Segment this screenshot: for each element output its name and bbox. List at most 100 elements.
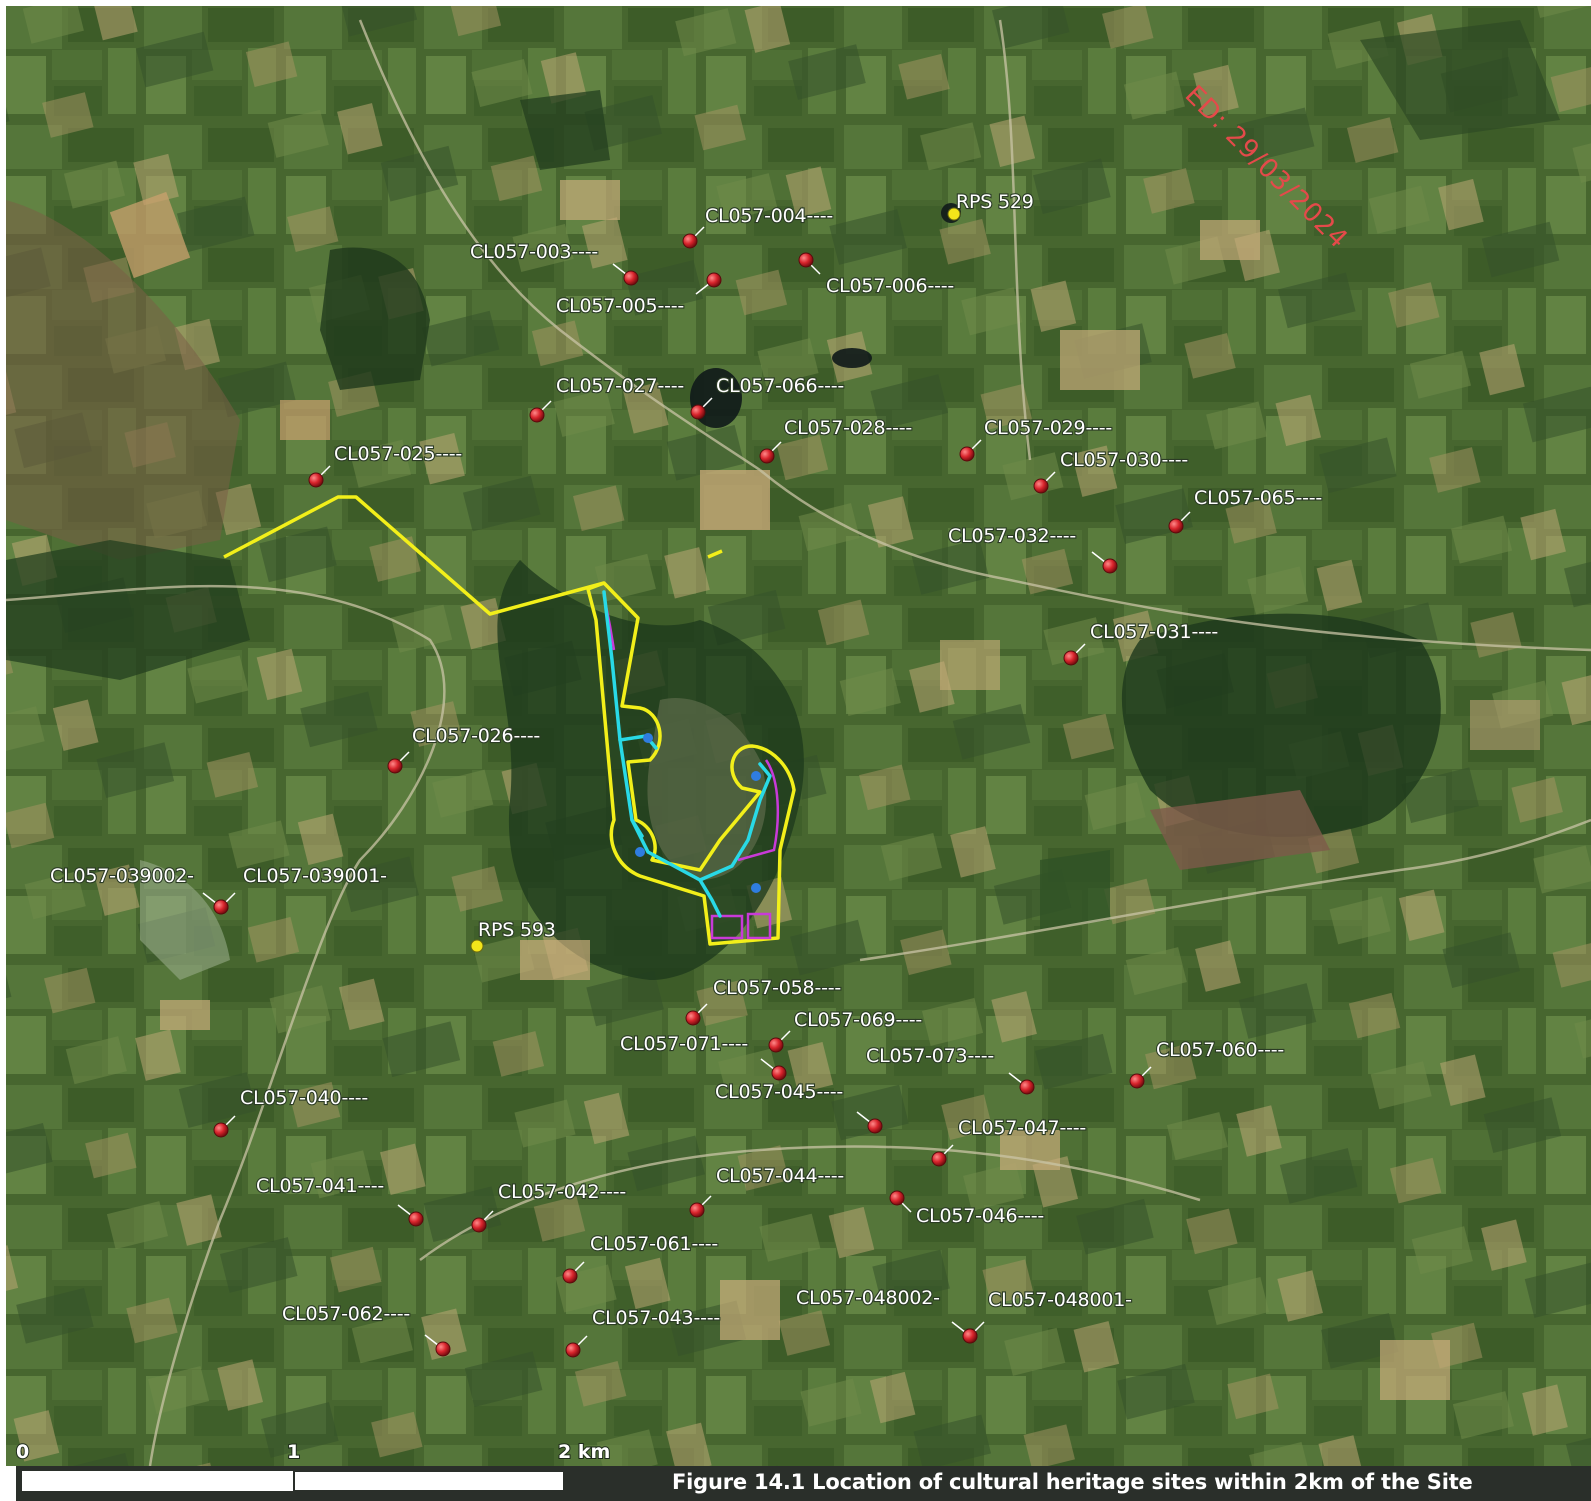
site-cl057-025[interactable]: CL057-025---- [308,442,463,488]
monument-marker-icon[interactable] [435,1341,451,1357]
site-cl057-042[interactable]: CL057-042---- [471,1180,627,1233]
grid-connection-spur [707,549,723,559]
monument-marker-icon[interactable] [771,1065,787,1081]
site-label: CL057-073---- [866,1045,994,1067]
site-label: CL057-032---- [948,525,1076,547]
turbine-point [751,771,761,781]
monument-marker-icon[interactable] [682,233,698,249]
monument-marker-icon[interactable] [931,1151,947,1167]
site-cl057-065[interactable]: CL057-065---- [1168,486,1323,534]
site-cl057-071[interactable]: CL057-071---- [619,1032,787,1081]
rps-marker-icon[interactable] [470,939,484,953]
monument-marker-icon[interactable] [889,1190,905,1206]
monument-marker-icon[interactable] [1019,1079,1035,1095]
site-rps-529[interactable]: RPS 529 [947,190,1035,221]
site-cl057-029[interactable]: CL057-029---- [959,416,1113,462]
monument-marker-icon[interactable] [689,1202,705,1218]
site-label: CL057-042---- [498,1181,626,1203]
site-cl057-073[interactable]: CL057-073---- [865,1044,1035,1095]
site-cl057-048002[interactable]: CL057-048002- [795,1286,978,1344]
site-label: CL057-027---- [556,375,684,397]
site-cl057-062[interactable]: CL057-062---- [281,1302,451,1357]
site-label: CL057-062---- [282,1303,410,1325]
monument-marker-icon[interactable] [706,272,722,288]
site-label: CL057-069---- [794,1009,922,1031]
monument-marker-icon[interactable] [213,899,229,915]
monument-marker-icon[interactable] [959,446,975,462]
site-cl057-005[interactable]: CL057-005---- [555,272,722,318]
site-cl057-041[interactable]: CL057-041---- [255,1174,424,1227]
site-cl057-045[interactable]: CL057-045---- [714,1080,883,1134]
monument-marker-icon[interactable] [623,270,639,286]
monument-marker-icon[interactable] [768,1037,784,1053]
site-label: CL057-039001- [243,865,387,887]
monument-marker-icon[interactable] [565,1342,581,1358]
site-cl057-039001[interactable]: CL057-039001- [213,864,388,915]
site-cl057-044[interactable]: CL057-044---- [689,1164,845,1218]
monument-marker-icon[interactable] [529,407,545,423]
monument-marker-icon[interactable] [1129,1073,1145,1089]
monument-marker-icon[interactable] [962,1328,978,1344]
site-boundary [223,495,796,946]
monument-marker-icon[interactable] [1063,650,1079,666]
scale-bar-segment-2 [293,1470,565,1492]
monument-marker-icon[interactable] [562,1268,578,1284]
site-label: CL057-006---- [826,275,954,297]
monument-marker-icon[interactable] [798,252,814,268]
monument-marker-icon[interactable] [387,758,403,774]
site-cl057-027[interactable]: CL057-027---- [529,374,685,423]
site-cl057-028[interactable]: CL057-028---- [759,416,913,464]
monument-marker-icon[interactable] [1102,558,1118,574]
monument-marker-icon[interactable] [408,1211,424,1227]
caption-bar [662,1466,1591,1501]
site-label: CL057-047---- [958,1117,1086,1139]
site-cl057-031[interactable]: CL057-031---- [1063,620,1219,666]
site-cl057-026[interactable]: CL057-026---- [387,724,541,774]
site-label: CL057-003---- [470,241,598,263]
site-cl057-003[interactable]: CL057-003---- [469,240,639,286]
site-cl057-032[interactable]: CL057-032---- [947,524,1118,574]
site-label: CL057-031---- [1090,621,1218,643]
site-cl057-060[interactable]: CL057-060---- [1129,1038,1285,1089]
site-cl057-047[interactable]: CL057-047---- [931,1116,1087,1167]
site-label: CL057-066---- [716,375,844,397]
site-cl057-004[interactable]: CL057-004---- [682,204,834,249]
site-cl057-061[interactable]: CL057-061---- [562,1232,719,1284]
site-label: CL057-004---- [705,205,833,227]
site-label: CL057-040---- [240,1087,368,1109]
site-cl057-046[interactable]: CL057-046---- [889,1190,1045,1228]
site-label: CL057-045---- [715,1081,843,1103]
site-label: CL057-044---- [716,1165,844,1187]
site-label: CL057-026---- [412,725,540,747]
monument-marker-icon[interactable] [867,1118,883,1134]
monument-marker-icon[interactable] [690,404,706,420]
site-cl057-043[interactable]: CL057-043---- [565,1306,721,1358]
site-cl057-048001[interactable]: CL057-048001- [962,1288,1133,1344]
site-label: CL057-029---- [984,417,1112,439]
site-cl057-006[interactable]: CL057-006---- [798,252,955,298]
monument-marker-icon[interactable] [685,1010,701,1026]
monument-marker-icon[interactable] [1168,518,1184,534]
site-cl057-058[interactable]: CL057-058---- [685,976,842,1026]
monument-marker-icon[interactable] [759,448,775,464]
scale-tick-2: 2 km [558,1441,610,1463]
site-cl057-040[interactable]: CL057-040---- [213,1086,369,1138]
monument-marker-icon[interactable] [213,1122,229,1138]
site-label: CL057-048001- [988,1289,1132,1311]
site-rps-593[interactable]: RPS 593 [470,918,557,953]
site-label: CL057-043---- [592,1307,720,1329]
monument-marker-icon[interactable] [1033,478,1049,494]
monument-marker-icon[interactable] [308,472,324,488]
site-cl057-030[interactable]: CL057-030---- [1033,448,1189,494]
rps-marker-icon[interactable] [947,207,961,221]
site-label: CL057-071---- [620,1033,748,1055]
site-label: CL057-028---- [784,417,912,439]
site-cl057-066[interactable]: CL057-066---- [690,374,845,420]
monument-marker-icon[interactable] [471,1217,487,1233]
roads [5,19,1591,1467]
terrain-features [6,20,1560,1400]
site-label: CL057-039002- [50,865,194,887]
site-cl057-069[interactable]: CL057-069---- [768,1008,923,1053]
